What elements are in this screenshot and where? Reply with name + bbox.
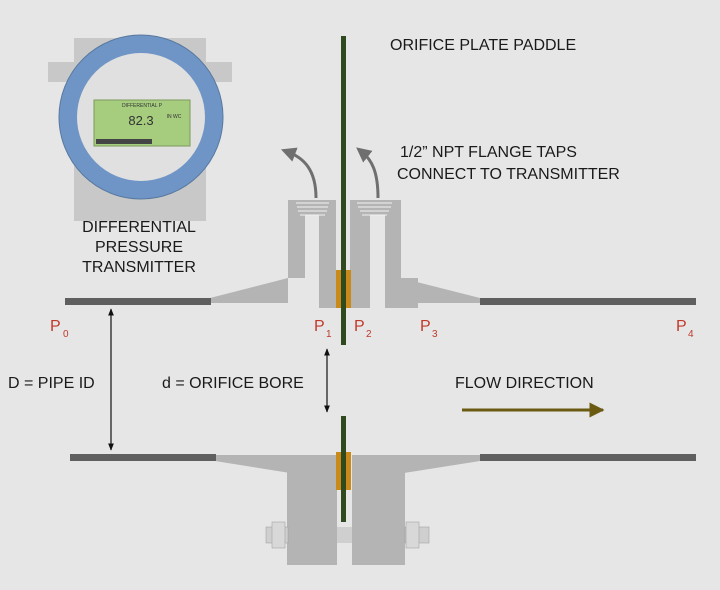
flange-taps-label-line2: CONNECT TO TRANSMITTER [397, 166, 620, 183]
downstream-tap-bore [370, 215, 385, 308]
plate-through-gasket-top [341, 268, 346, 308]
differential-pressure-transmitter: DIFFERENTIAL P 82.3 IN WC [48, 34, 232, 221]
flow-direction-label: FLOW DIRECTION [455, 375, 594, 392]
pressure-label-p0: P 0 [50, 318, 69, 340]
p0-letter: P [50, 318, 61, 335]
bottom-upstream-flange [287, 455, 337, 565]
p3-letter: P [420, 318, 431, 335]
p1-subscript: 1 [326, 329, 332, 340]
orifice-plate [336, 36, 351, 522]
upstream-flange-taper [210, 278, 288, 303]
nut-right [405, 521, 420, 549]
orifice-plate-paddle [341, 36, 346, 345]
flange-taps-label-line1: 1/2” NPT FLANGE TAPS [400, 144, 577, 161]
downstream-tap-threads [357, 202, 392, 216]
transmitter-label-line3: TRANSMITTER [82, 259, 196, 276]
lcd-reading: 82.3 [128, 113, 153, 128]
upstream-tap-bore [305, 215, 319, 308]
p4-subscript: 4 [688, 329, 694, 340]
pipe-id-label: D = PIPE ID [8, 375, 95, 392]
downstream-tap-arrow [356, 147, 380, 199]
p2-subscript: 2 [366, 329, 372, 340]
pressure-label-p2: P 2 [354, 318, 372, 340]
p3-subscript: 3 [432, 329, 438, 340]
bolt-shank [337, 527, 352, 543]
transmitter-label-line1: DIFFERENTIAL [82, 219, 196, 236]
pipe-wall-top-upstream [65, 298, 211, 305]
bottom-flange-assembly [215, 455, 480, 565]
downstream-flange-taper [401, 278, 480, 303]
lcd-unit: IN WC [167, 114, 182, 120]
pipe-wall-bottom-upstream [70, 454, 216, 461]
plate-through-gasket-bottom [341, 450, 346, 492]
orifice-plate-paddle-label: ORIFICE PLATE PADDLE [390, 37, 576, 54]
p2-letter: P [354, 318, 365, 335]
pipe-wall-top-downstream [480, 298, 696, 305]
lcd-header: DIFFERENTIAL P [122, 103, 163, 109]
pressure-label-p3: P 3 [420, 318, 438, 340]
upstream-tap-threads [296, 202, 329, 216]
p4-letter: P [676, 318, 687, 335]
bottom-downstream-flange [352, 455, 405, 565]
nut-left [271, 521, 286, 549]
orifice-bore-label: d = ORIFICE BORE [162, 375, 304, 392]
p0-subscript: 0 [63, 329, 69, 340]
upstream-flange [210, 200, 336, 308]
pressure-label-p4: P 4 [676, 318, 694, 340]
transmitter-label-line2: PRESSURE [95, 239, 183, 256]
downstream-flange [350, 200, 480, 308]
upstream-tap-arrow [280, 147, 318, 199]
p1-letter: P [314, 318, 325, 335]
transmitter-lcd [93, 99, 191, 147]
pressure-label-p1: P 1 [314, 318, 332, 340]
pipe-wall-bottom-downstream [480, 454, 696, 461]
lcd-bargraph [96, 139, 152, 144]
